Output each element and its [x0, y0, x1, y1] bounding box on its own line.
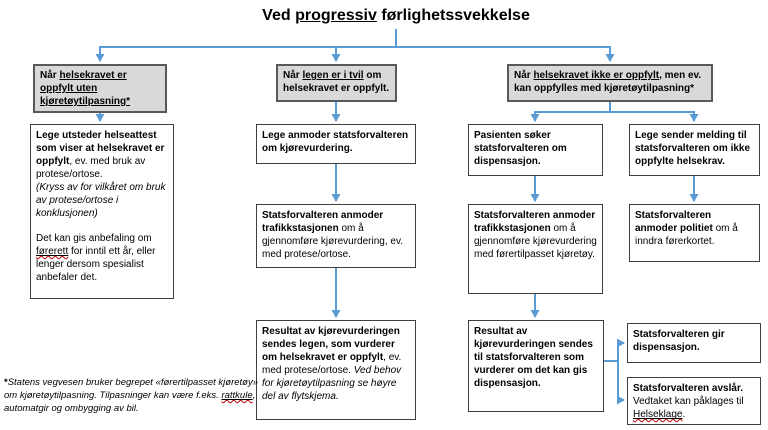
header-prefix: Når [514, 70, 534, 81]
step-text: Lege sender melding til statsforvalteren… [635, 130, 751, 167]
step-lege-sender-melding: Lege sender melding til statsforvalteren… [629, 124, 760, 176]
header-underlined: helsekravet ikke er oppfylt [533, 70, 660, 81]
step-bold: Statsforvalteren anmoder trafikkstasjone… [262, 210, 384, 234]
outcome-avslaar: Statsforvalteren avslår. Vedtaket kan på… [627, 377, 761, 425]
outcome-bracket-arrows [604, 338, 625, 405]
page-title: Ved progressiv førlighetssvekkelse [196, 6, 596, 25]
header-oppfylt-uten-tilpasning: Når helsekravet er oppfylt uten kjøretøy… [33, 64, 167, 113]
header-prefix: Når [283, 70, 303, 81]
step-text: Resultat av kjørevurderingen sendes til … [474, 326, 593, 389]
footnote: *Statens vegvesen bruker begrepet «fører… [4, 377, 258, 415]
step-lege-anmoder-statsforvalteren: Lege anmoder statsforvalteren om kjørevu… [256, 124, 416, 164]
step-regular: om å gjennomføre kjørevurdering, ev. med… [262, 223, 403, 260]
step-statsforvalteren-anmoder-politiet: Statsforvalteren anmoder politiet om å i… [629, 204, 760, 262]
header-suffix: om helsekravet er oppfylt. [283, 70, 390, 94]
spellcheck-word-foererett: førerett [36, 246, 69, 257]
title-underlined-word: progressiv [295, 7, 377, 24]
step-italic: Ved behov for kjøretøytilpasning se høyr… [262, 365, 402, 402]
note-para2-rest: for inntil ett år, eller lenger dersom s… [36, 246, 156, 283]
outcome-gir-dispensasjon: Statsforvalteren gir dispensasjon. [627, 323, 761, 363]
header-ikke-oppfylt-men-tilpasning: Når helsekravet ikke er oppfylt, men ev.… [507, 64, 713, 102]
outcome-regular: Vedtaket kan påklages til [633, 396, 744, 407]
header-suffix: , men ev. kan oppfylles med kjøretøytilp… [514, 70, 702, 94]
note-lege-utsteder-helseattest: Lege utsteder helseattest som viser at h… [30, 124, 174, 299]
note-italic: (Kryss av for vilkåret om bruk av protes… [36, 182, 166, 219]
outcome-period: . [682, 409, 686, 420]
step-bold: Statsforvalteren anmoder politiet [635, 210, 713, 234]
step-resultat-sendes-legen: Resultat av kjørevurderingen sendes lege… [256, 320, 416, 420]
title-post: førlighetssvekkelse [376, 7, 530, 24]
footnote-text-rest: , automatgir og ombygging av bil. [4, 389, 256, 414]
step-statsforvalteren-anmoder-trafikkstasjonen: Statsforvalteren anmoder trafikkstasjone… [256, 204, 416, 268]
helseklage-link[interactable]: Helseklage [633, 409, 683, 420]
step-regular: , ev. med protese/ortose. [262, 352, 402, 376]
step-regular: om å gjennomføre kjørevurdering med føre… [474, 223, 597, 260]
step-pasienten-soker-dispensasjon: Pasienten søker statsforvalteren om disp… [468, 124, 603, 176]
step-statsforvalteren-trafikkstasjonen-tilpasset: Statsforvalteren anmoder trafikkstasjone… [468, 204, 603, 294]
outcome-text: Statsforvalteren gir dispensasjon. [633, 329, 725, 353]
step-regular: om å inndra førerkortet. [635, 223, 738, 247]
note-para2: Det kan gis anbefaling om [36, 233, 152, 244]
header-lege-i-tvil: Når legen er i tvil om helsekravet er op… [276, 64, 397, 102]
note-bold: Lege utsteder helseattest som viser at h… [36, 130, 165, 167]
note-regular: , ev. med bruk av protese/ortose. [36, 156, 146, 180]
header-underlined: legen er i tvil [302, 70, 364, 81]
paragraph-gap [36, 220, 168, 232]
step-text: Pasienten søker statsforvalteren om disp… [474, 130, 567, 167]
footnote-text: Statens vegvesen bruker begrepet «førert… [4, 377, 258, 401]
step-bold: Resultat av kjørevurderingen sendes lege… [262, 326, 400, 363]
title-pre: Ved [262, 7, 296, 24]
step-bold: Statsforvalteren anmoder trafikkstasjone… [474, 210, 596, 234]
outcome-bold: Statsforvalteren avslår. [633, 383, 744, 394]
spellcheck-word-rattkule: rattkule [221, 389, 253, 401]
top-branch-arrows [95, 29, 615, 62]
header-underlined: helsekravet er oppfylt uten kjøretøytilp… [40, 70, 131, 107]
step-text: Lege anmoder statsforvalteren om kjørevu… [262, 130, 409, 154]
step-resultat-sendes-statsforvalteren: Resultat av kjørevurderingen sendes til … [468, 320, 604, 412]
header-prefix: Når [40, 70, 60, 81]
footnote-asterisk: * [4, 377, 8, 388]
